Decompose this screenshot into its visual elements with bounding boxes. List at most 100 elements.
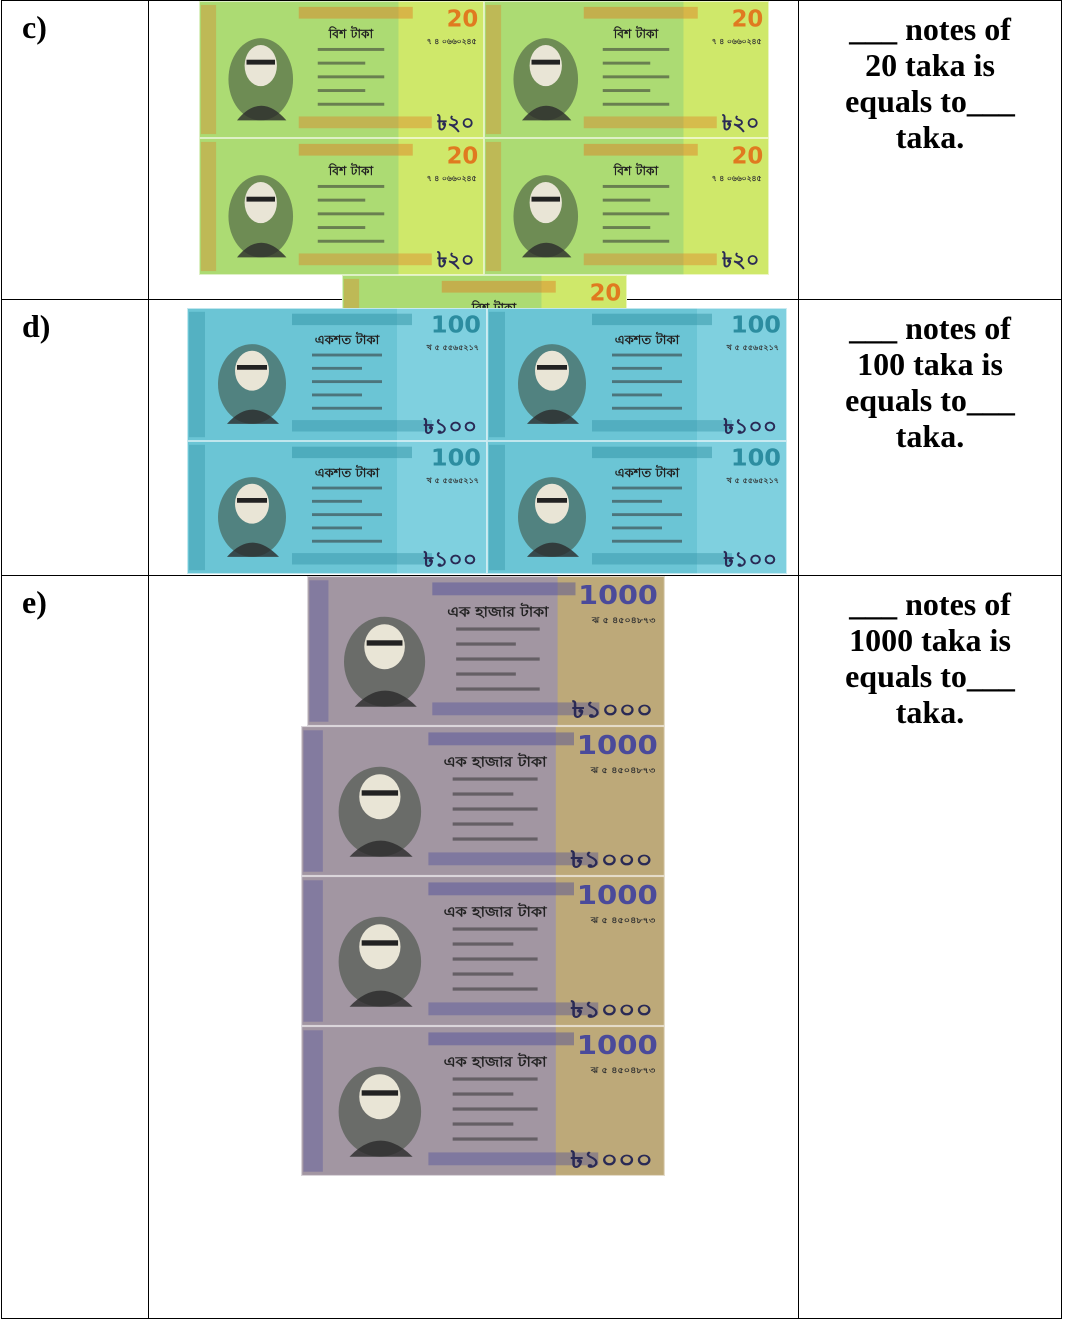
denomination-words: একশত টাকা <box>615 464 681 480</box>
denomination-words: এক হাজার টাকা <box>444 753 548 771</box>
banknote-image: 100 একশত টাকা খ ৫ ৫৫৬৫২১৭ ৳১০০ <box>487 308 787 441</box>
denomination-words: এক হাজার টাকা <box>444 1053 548 1071</box>
banknote-group-20: 20 বিশ টাকা ৭ ৪ ০৬৬০২৪৫ ৳২০ 20 বিশ টাকা ৭ ৪ ০… <box>149 1 798 412</box>
denomination-words: একশত টাকা <box>615 331 681 347</box>
denomination-numeral: 1000 <box>578 581 658 610</box>
denomination-symbol: ৳১০০ <box>423 415 477 439</box>
denomination-words: বিশ টাকা <box>613 162 660 178</box>
serial-number: ৭ ৪ ০৬৬০২৪৫ <box>427 174 477 183</box>
denomination-symbol: ৳১০০০ <box>572 696 653 723</box>
banknote-100-2: 100 একশত টাকা খ ৫ ৫৫৬৫২১৭ ৳১০০ <box>487 308 787 441</box>
serial-number: ৭ ৪ ০৬৬০২৪৫ <box>427 37 477 46</box>
question-cell: ___ notes of 100 taka is equals to___ ta… <box>798 299 1062 576</box>
denomination-words: একশত টাকা <box>315 464 381 480</box>
denomination-symbol: ৳১০০ <box>723 548 777 572</box>
denomination-symbol: ৳১০০ <box>723 415 777 439</box>
row-e: e) 1000 এক হাজার টাকা ঝ ৫ ৪৫০৪৮৭৩ ৳১০০০ 100… <box>1 575 1062 1319</box>
denomination-numeral: 20 <box>447 143 479 169</box>
portrait-illustration <box>338 766 422 857</box>
question-cell: ___ notes of 20 taka is equals to___ tak… <box>798 0 1062 300</box>
serial-number: ঝ ৫ ৪৫০৪৮৭৩ <box>590 917 656 926</box>
question-cell: ___ notes of 1000 taka is equals to___ t… <box>798 575 1062 1319</box>
serial-number: খ ৫ ৫৫৬৫২১৭ <box>726 343 779 352</box>
serial-number: খ ৫ ৫৫৬৫২১৭ <box>726 476 779 485</box>
denomination-words: বিশ টাকা <box>328 25 375 41</box>
banknote-image: 100 একশত টাকা খ ৫ ৫৫৬৫২১৭ ৳১০০ <box>487 441 787 574</box>
portrait-illustration <box>218 477 286 557</box>
serial-number: খ ৫ ৫৫৬৫২১৭ <box>426 476 479 485</box>
serial-number: ৭ ৪ ০৬৬০২৪৫ <box>712 37 762 46</box>
denomination-words: এক হাজার টাকা <box>447 603 549 621</box>
denomination-symbol: ৳১০০০ <box>570 1146 653 1173</box>
question-line: 100 taka is <box>857 346 1003 382</box>
serial-number: ঝ ৫ ৪৫০৪৮৭৩ <box>590 767 656 776</box>
banknote-image: 20 বিশ টাকা ৭ ৪ ০৬৬০২৪৫ ৳২০ <box>199 1 484 138</box>
row-label: d) <box>22 308 51 344</box>
question-text: ___ notes of 20 taka is equals to___ tak… <box>799 1 1061 155</box>
banknote-100-3: 100 একশত টাকা খ ৫ ৫৫৬৫২১৭ ৳১০০ <box>187 441 487 574</box>
portrait-illustration <box>228 175 294 258</box>
denomination-numeral: 1000 <box>577 731 658 760</box>
banknote-image: 100 একশত টাকা খ ৫ ৫৫৬৫২১৭ ৳১০০ <box>187 441 487 574</box>
portrait-illustration <box>228 38 294 121</box>
denomination-symbol: ৳২০ <box>437 111 475 136</box>
denomination-symbol: ৳১০০০ <box>570 996 653 1023</box>
banknote-100-1: 100 একশত টাকা খ ৫ ৫৫৬৫২১৭ ৳১০০ <box>187 308 487 441</box>
portrait-illustration <box>513 38 579 121</box>
question-line: equals to___ <box>845 658 1015 694</box>
denomination-words: বিশ টাকা <box>328 162 375 178</box>
portrait-illustration <box>343 616 426 707</box>
row-label-cell: c) <box>1 0 149 300</box>
denomination-symbol: ৳২০ <box>722 111 760 136</box>
portrait-illustration <box>338 1066 422 1157</box>
row-d: d) 100 একশত টাকা খ ৫ ৫৫৬৫২১৭ ৳১০০ 100 একশত ট… <box>1 299 1062 576</box>
question-line: ___ notes of <box>849 11 1011 47</box>
denomination-words: বিশ টাকা <box>613 25 660 41</box>
banknote-20-3: 20 বিশ টাকা ৭ ৪ ০৬৬০২৪৫ ৳২০ <box>199 138 484 275</box>
question-line: taka. <box>895 119 965 155</box>
banknote-image: 100 একশত টাকা খ ৫ ৫৫৬৫২১৭ ৳১০০ <box>187 308 487 441</box>
question-line: 1000 taka is <box>849 622 1011 658</box>
row-label: c) <box>22 9 47 45</box>
denomination-numeral: 20 <box>590 280 622 306</box>
row-label: e) <box>22 584 47 620</box>
denomination-symbol: ৳২০ <box>437 248 475 273</box>
question-line: ___ notes of <box>849 586 1011 622</box>
denomination-symbol: ৳১০০০ <box>570 846 653 873</box>
row-label-cell: e) <box>1 575 149 1319</box>
question-line: equals to___ <box>845 382 1015 418</box>
denomination-numeral: 100 <box>731 311 781 338</box>
banknote-100-4: 100 একশত টাকা খ ৫ ৫৫৬৫২১৭ ৳১০০ <box>487 441 787 574</box>
banknote-20-2: 20 বিশ টাকা ৭ ৪ ০৬৬০২৪৫ ৳২০ <box>484 1 769 138</box>
banknote-image: 20 বিশ টাকা ৭ ৪ ০৬৬০২৪৫ ৳২০ <box>199 138 484 275</box>
denomination-symbol: ৳১০০ <box>423 548 477 572</box>
portrait-illustration <box>338 916 422 1007</box>
portrait-illustration <box>518 344 586 424</box>
denomination-words: একশত টাকা <box>315 331 381 347</box>
banknote-image: 1000 এক হাজার টাকা ঝ ৫ ৪৫০৪৮৭৩ ৳১০০০ <box>301 726 665 876</box>
denomination-numeral: 1000 <box>577 1031 658 1060</box>
serial-number: ৭ ৪ ০৬৬০২৪৫ <box>712 174 762 183</box>
portrait-illustration <box>513 175 579 258</box>
denomination-numeral: 20 <box>447 6 479 32</box>
denomination-numeral: 20 <box>732 6 764 32</box>
serial-number: খ ৫ ৫৫৬৫২১৭ <box>426 343 479 352</box>
denomination-words: এক হাজার টাকা <box>444 903 548 921</box>
serial-number: ঝ ৫ ৪৫০৪৮৭৩ <box>590 1067 656 1076</box>
row-c: c) 20 বিশ টাকা ৭ ৪ ০৬৬০২৪৫ ৳২০ 20 বিশ টাকা ৭ … <box>1 0 1062 412</box>
denomination-symbol: ৳২০ <box>722 248 760 273</box>
denomination-numeral: 100 <box>431 444 481 471</box>
banknote-1000-4: 1000 এক হাজার টাকা ঝ ৫ ৪৫০৪৮৭৩ ৳১০০০ <box>301 1026 665 1176</box>
question-line: equals to___ <box>845 83 1015 119</box>
banknote-image: 1000 এক হাজার টাকা ঝ ৫ ৪৫০৪৮৭৩ ৳১০০০ <box>301 1026 665 1176</box>
banknote-group-100: 100 একশত টাকা খ ৫ ৫৫৬৫২১৭ ৳১০০ 100 একশত টাকা… <box>149 300 798 575</box>
denomination-numeral: 100 <box>731 444 781 471</box>
banknote-1000-2: 1000 এক হাজার টাকা ঝ ৫ ৪৫০৪৮৭৩ ৳১০০০ <box>301 726 665 876</box>
banknote-20-1: 20 বিশ টাকা ৭ ৪ ০৬৬০২৪৫ ৳২০ <box>199 1 484 138</box>
denomination-numeral: 100 <box>431 311 481 338</box>
